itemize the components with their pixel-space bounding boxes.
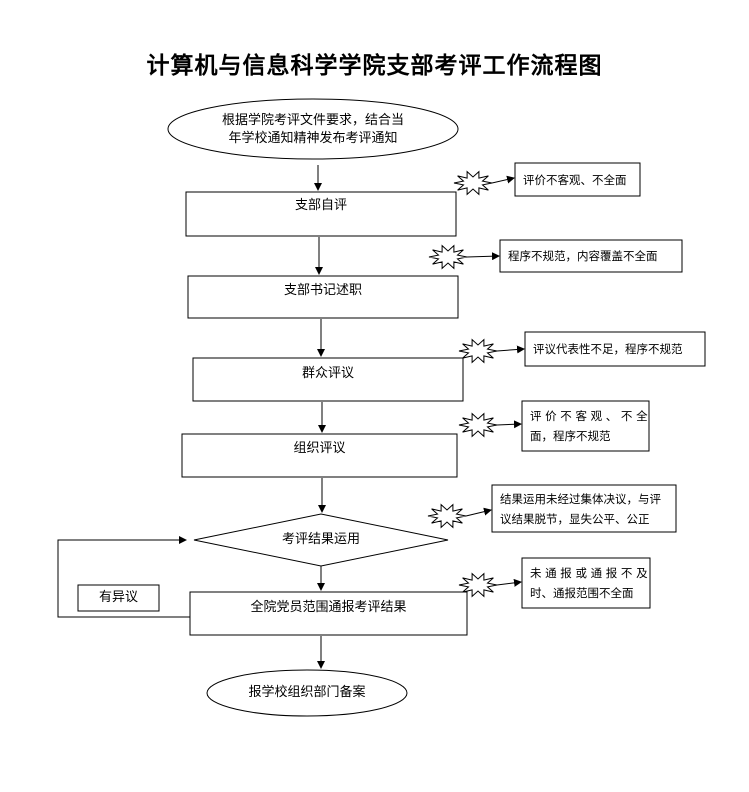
- step-notify-box: [189, 591, 468, 636]
- step-self-eval-label: 支部自评: [294, 198, 347, 213]
- start-ellipse: [167, 98, 459, 160]
- step-self-eval-box: [185, 191, 457, 237]
- step-notify-label: 全院党员范围通报考评结果: [250, 600, 407, 615]
- warning-burst-icon: [428, 244, 468, 270]
- risk-label-4-line1: 评 价 不 客 观 、 不 全: [530, 409, 648, 423]
- objection-box: [77, 584, 160, 612]
- objection-label: 有异议: [98, 590, 138, 605]
- end-ellipse: [206, 669, 408, 717]
- risk-box-3: [524, 331, 706, 367]
- feedback-loop-line: [57, 536, 190, 618]
- warning-burst-icon: [458, 412, 498, 438]
- step-public-review-box: [192, 357, 464, 402]
- step-secretary-report-label: 支部书记述职: [283, 283, 362, 298]
- risk-label-5-line1: 结果运用未经过集体决议，与评: [500, 491, 661, 506]
- risk-label-6-line1: 未 通 报 或 通 报 不 及: [530, 566, 648, 580]
- warning-burst-icon: [458, 338, 498, 364]
- risk-arrow-4: [496, 420, 522, 429]
- risk-box-1: [514, 162, 641, 197]
- step-secretary-report-box: [187, 275, 459, 319]
- decision-diamond: [193, 513, 449, 567]
- start-label-line2: 年学校通知精神发布考评通知: [228, 131, 398, 146]
- end-label: 报学校组织部门备案: [248, 685, 366, 700]
- risk-arrow-1: [491, 175, 515, 184]
- risk-box-2: [499, 239, 683, 273]
- warning-burst-icon: [427, 503, 467, 529]
- risk-box-4: [521, 400, 650, 452]
- risk-label-6: 未 通 报 或 通 报 不 及 时、通报范围不全面: [522, 558, 650, 608]
- risk-label-4: 评 价 不 客 观 、 不 全 面，程序不规范: [522, 401, 649, 451]
- risk-box-6: [521, 557, 651, 609]
- risk-label-5-line2: 议结果脱节，显失公平、公正: [500, 511, 650, 526]
- step-public-review-label: 群众评议: [301, 366, 354, 381]
- step-org-review-box: [181, 433, 458, 478]
- risk-label-3: 评议代表性不足，程序不规范: [533, 342, 683, 356]
- decision-label: 考评结果运用: [281, 532, 360, 547]
- risk-label-1: 评价不客观、不全面: [523, 172, 627, 187]
- start-label-line1: 根据学院考评文件要求，结合当: [221, 113, 404, 128]
- warning-burst-icon: [458, 572, 498, 598]
- risk-label-4-line2: 面，程序不规范: [530, 429, 611, 443]
- page-title: 计算机与信息科学学院支部考评工作流程图: [146, 52, 603, 79]
- warning-burst-icon: [453, 170, 493, 196]
- risk-arrow-2: [466, 252, 500, 261]
- risk-arrow-5: [465, 507, 492, 517]
- step-org-review-label: 组织评议: [293, 441, 346, 456]
- risk-label-6-line2: 时、通报范围不全面: [530, 586, 634, 600]
- risk-arrow-3: [496, 345, 525, 354]
- risk-label-5: 结果运用未经过集体决议，与评 议结果脱节，显失公平、公正: [492, 485, 676, 532]
- risk-label-2: 程序不规范，内容覆盖不全面: [508, 249, 658, 263]
- risk-box-5: [491, 484, 677, 533]
- risk-arrow-6: [496, 578, 522, 587]
- start-label: 根据学院考评文件要求，结合当 年学校通知精神发布考评通知: [180, 110, 446, 150]
